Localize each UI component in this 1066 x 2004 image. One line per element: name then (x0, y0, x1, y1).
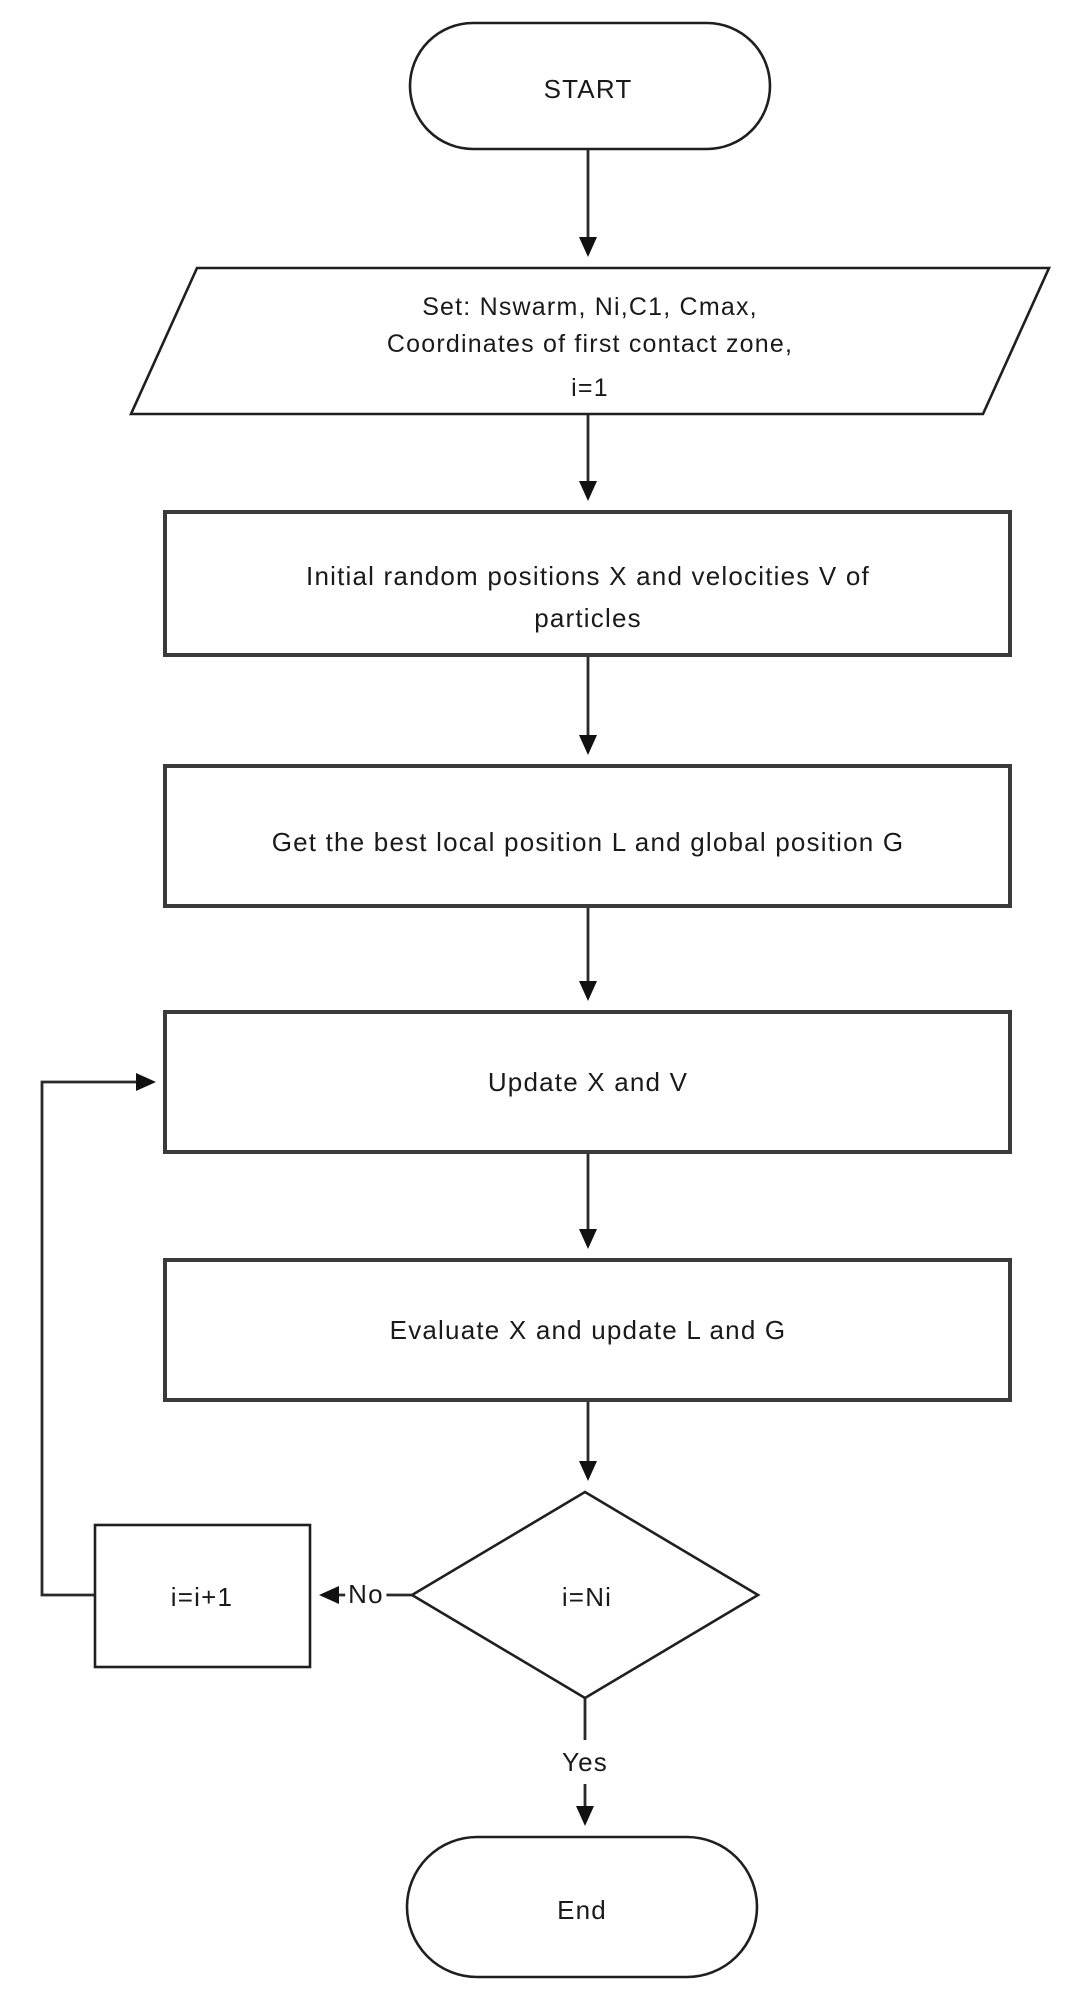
increment-label: i=i+1 (171, 1582, 233, 1612)
set-parameters-node (128, 266, 1052, 416)
start-node-label: START (544, 74, 633, 104)
iteration-check-node (409, 1490, 761, 1700)
iteration-check-label: i=Ni (562, 1582, 612, 1612)
evaluate-x-node (163, 1258, 1012, 1402)
start-node (408, 21, 772, 151)
set-parameters-line-3: i=1 (571, 374, 609, 402)
no-edge-label: No (348, 1579, 384, 1609)
init-particles-line-2: particles (534, 603, 642, 633)
end-node-label: End (557, 1895, 607, 1925)
increment-node (93, 1523, 312, 1669)
set-parameters-line-1: Set: Nswarm, Ni,C1, Cmax, (422, 293, 758, 321)
init-particles-node (163, 510, 1012, 657)
end-node (405, 1835, 759, 1979)
yes-edge-label: Yes (562, 1747, 608, 1777)
arrow-loop-back-to-update (40, 1073, 156, 1597)
init-particles-line-1: Initial random positions X and velocitie… (306, 561, 870, 591)
evaluate-x-label: Evaluate X and update L and G (390, 1315, 787, 1345)
best-positions-label: Get the best local position L and global… (272, 827, 905, 857)
best-positions-node (163, 764, 1012, 908)
set-parameters-line-2: Coordinates of first contact zone, (387, 330, 793, 358)
update-xv-label: Update X and V (488, 1067, 688, 1097)
update-xv-node (163, 1010, 1012, 1154)
